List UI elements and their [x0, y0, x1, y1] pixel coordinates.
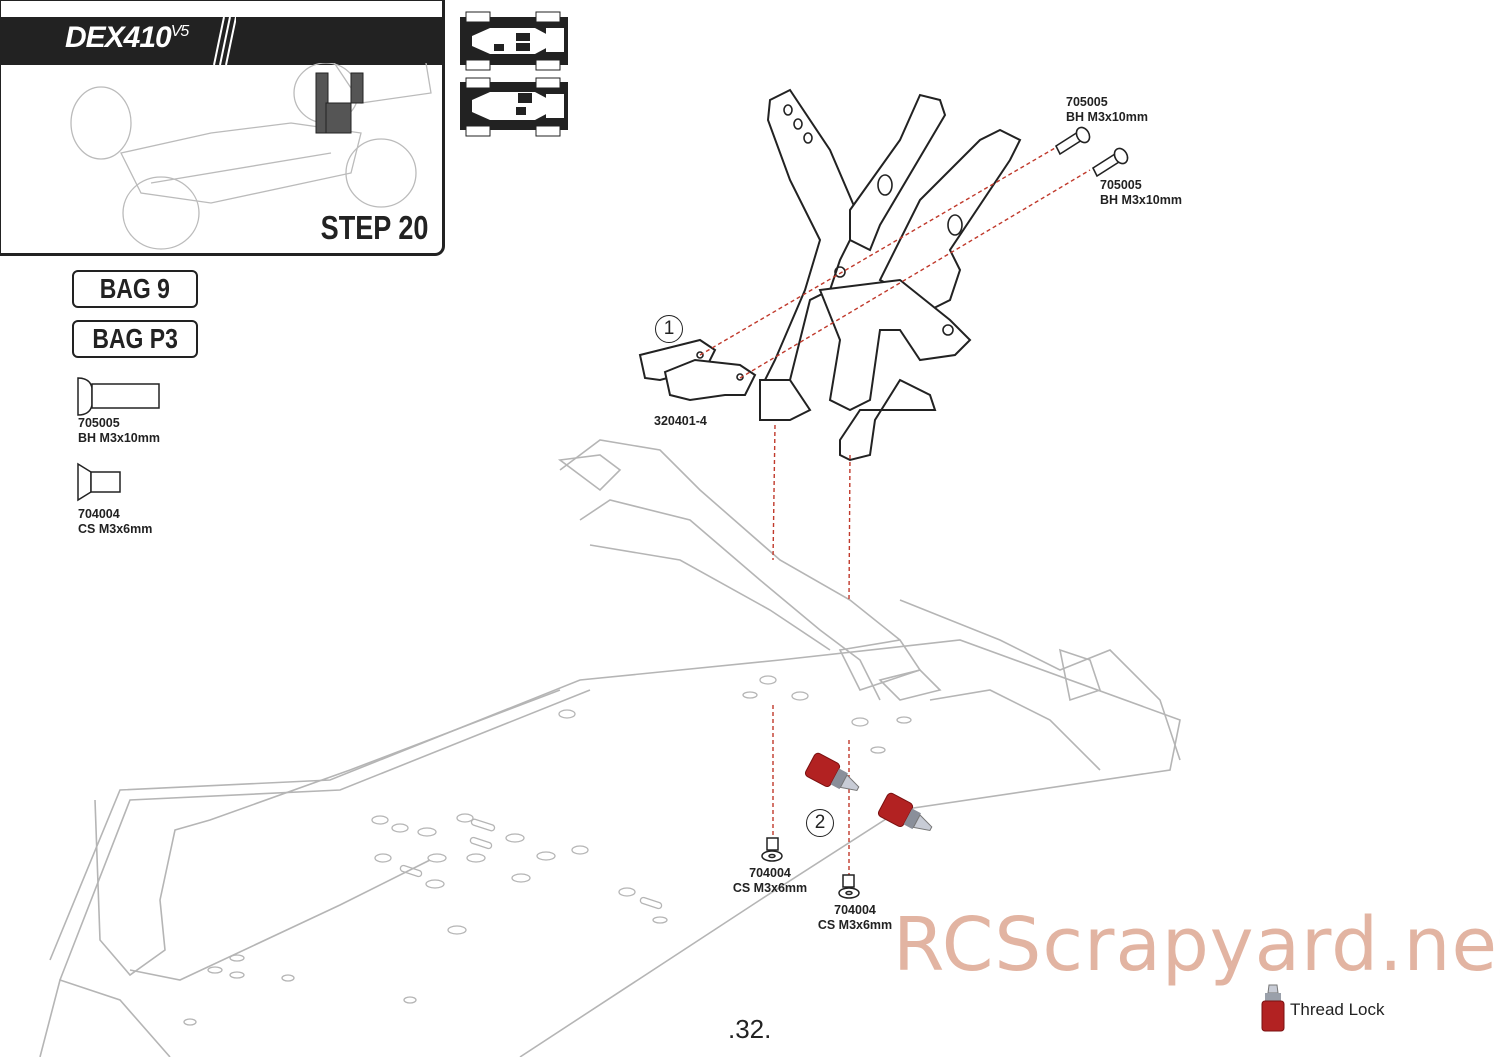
shock-tower-drawing [638, 88, 1022, 462]
product-logo: DEX410V5 [65, 21, 190, 55]
bottom-screw-1 [761, 837, 783, 862]
bottom-screw-2 [838, 874, 860, 899]
logo-version: V5 [170, 23, 190, 40]
top-screw-1 [1054, 126, 1091, 156]
legend-part-704004: 704004 CS M3x6mm [78, 507, 152, 537]
watermark: RCScrapyard.net [893, 902, 1500, 988]
step-label: STEP 20 [320, 209, 428, 246]
callout-shock-mount: 320401-4 [654, 414, 707, 428]
step-marker-1: 1 [655, 315, 683, 343]
button-head-screw-icon [77, 377, 160, 416]
thread-lock-legend-icon [1261, 984, 1285, 1032]
legend-part-705005: 705005 BH M3x10mm [78, 416, 160, 446]
guide-lines [699, 147, 1091, 875]
part-number: 705005 [78, 416, 120, 430]
logo-text: DEX410 [65, 21, 172, 54]
part-description: CS M3x6mm [78, 522, 153, 536]
shock-tower-holes [696, 104, 963, 381]
bag-label-9: BAG 9 [72, 270, 198, 308]
bag-label-p3: BAG P3 [72, 320, 198, 358]
part-number: 704004 [78, 507, 120, 521]
step-marker-2: 2 [806, 809, 834, 837]
callout-top-screw-1: 705005 BH M3x10mm [1066, 95, 1148, 124]
full-car-illustration [70, 63, 432, 250]
chassis-holes [183, 675, 912, 1026]
chassis-layout-icon-bottom [460, 77, 568, 137]
countersunk-screw-icon [77, 462, 121, 502]
callout-bottom-screw-1: 704004 CS M3x6mm [732, 866, 808, 895]
callout-bottom-screw-2: 704004 CS M3x6mm [817, 903, 893, 932]
part-description: BH M3x10mm [78, 431, 160, 445]
thread-lock-bottle-1 [804, 752, 860, 791]
top-screw-2 [1091, 147, 1129, 178]
thread-lock-bottle-2 [877, 792, 933, 831]
callout-top-screw-2: 705005 BH M3x10mm [1100, 178, 1182, 207]
logo-slashes [213, 17, 236, 65]
step-header-panel: DEX410V5 STEP 20 [0, 0, 445, 256]
chassis-drawing [39, 439, 1181, 1057]
page-number: .32. [728, 1014, 772, 1044]
chassis-layout-icon-top [460, 11, 568, 71]
thread-lock-legend-label: Thread Lock [1290, 1000, 1385, 1019]
